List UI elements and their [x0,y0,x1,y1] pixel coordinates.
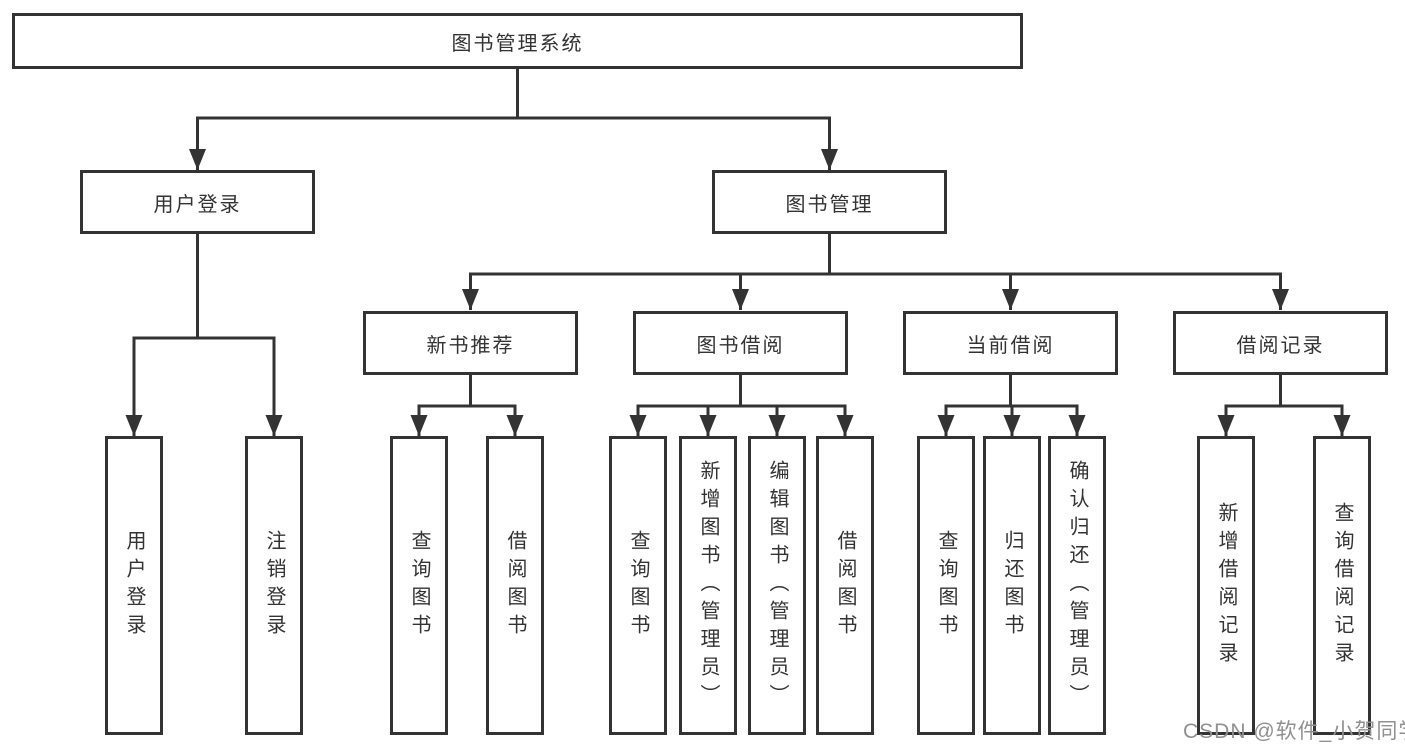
leaf-add-borrow-record-label: 新增借阅记录 [1215,501,1237,670]
node-book-borrow: 图书借阅 [633,311,848,375]
node-current-borrow: 当前借阅 [903,311,1118,375]
leaf-current-query-books-label: 查询图书 [935,529,957,642]
leaf-recommend-query-books: 查询图书 [390,436,448,735]
leaf-edit-books-admin-label: 编辑图书（管理员） [766,459,788,712]
leaf-add-borrow-record: 新增借阅记录 [1197,436,1255,735]
node-new-book-recommend-label: 新书推荐 [426,334,515,357]
leaf-query-borrow-record: 查询借阅记录 [1313,436,1371,735]
leaf-add-books-admin-label: 新增图书（管理员） [697,459,719,712]
node-user-login: 用户登录 [80,170,315,234]
leaf-confirm-return-admin-label: 确认归还（管理员） [1066,459,1088,712]
leaf-logout-label: 注销登录 [263,529,285,642]
leaf-confirm-return-admin: 确认归还（管理员） [1048,436,1106,735]
leaf-user-login-label: 用户登录 [123,529,145,642]
node-borrow-records-label: 借阅记录 [1236,334,1325,357]
leaf-edit-books-admin: 编辑图书（管理员） [748,436,806,735]
leaf-logout: 注销登录 [245,436,303,735]
node-book-management: 图书管理 [712,170,947,234]
node-book-borrow-label: 图书借阅 [696,334,785,357]
leaf-borrow-books-label: 借阅图书 [834,529,856,642]
leaf-recommend-borrow-books: 借阅图书 [486,436,544,735]
leaf-return-books-label: 归还图书 [1001,529,1023,642]
csdn-watermark: CSDN @软件_小贺同学 [1183,720,1405,743]
leaf-user-login: 用户登录 [105,436,163,735]
leaf-add-books-admin: 新增图书（管理员） [679,436,737,735]
node-new-book-recommend: 新书推荐 [363,311,578,375]
leaf-return-books: 归还图书 [983,436,1041,735]
node-current-borrow-label: 当前借阅 [966,334,1055,357]
leaf-borrow-query-books-label: 查询图书 [627,529,649,642]
leaf-recommend-borrow-books-label: 借阅图书 [504,529,526,642]
leaf-borrow-query-books: 查询图书 [609,436,667,735]
node-root-label: 图书管理系统 [451,32,584,55]
node-book-management-label: 图书管理 [785,193,874,216]
leaf-query-borrow-record-label: 查询借阅记录 [1331,501,1353,670]
node-user-login-label: 用户登录 [153,193,242,216]
leaf-borrow-books: 借阅图书 [816,436,874,735]
leaf-current-query-books: 查询图书 [917,436,975,735]
leaf-recommend-query-books-label: 查询图书 [408,529,430,642]
node-root: 图书管理系统 [12,13,1023,69]
node-borrow-records: 借阅记录 [1173,311,1388,375]
